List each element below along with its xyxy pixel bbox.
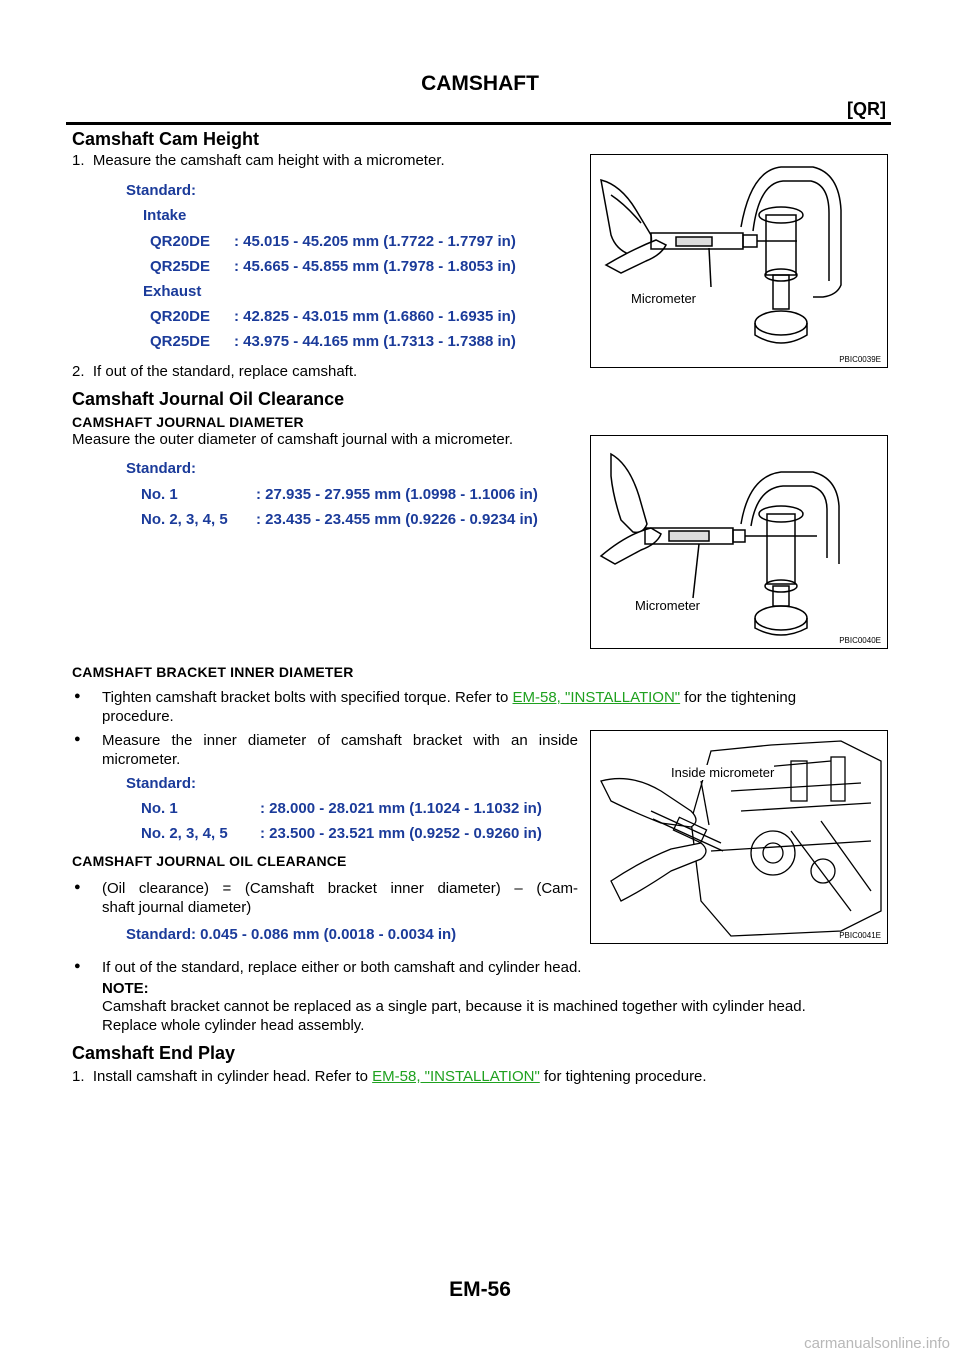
bullet-text: micrometer. [102, 751, 181, 768]
note-text: Replace whole cylinder head assembly. [102, 1017, 365, 1034]
section-heading-end-play: Camshaft End Play [72, 1043, 236, 1063]
exhaust-label: Exhaust [143, 283, 202, 300]
spec-value: : 45.665 - 45.855 mm (1.7978 - 1.8053 in… [234, 258, 516, 275]
spec-model: QR25DE [150, 333, 211, 350]
journal-no: No. 1 [141, 800, 178, 817]
subheading-bracket-diameter: CAMSHAFT BRACKET INNER DIAMETER [72, 664, 354, 680]
spec-value: : 27.935 - 27.955 mm (1.0998 - 1.1006 in… [256, 486, 538, 503]
journal-no: No. 2, 3, 4, 5 [141, 825, 228, 842]
page-number: EM-56 [449, 1278, 511, 1301]
journal-no: No. 1 [141, 486, 178, 503]
spec-value: : 43.975 - 44.165 mm (1.7313 - 1.7388 in… [234, 333, 516, 350]
bullet-text: shaft journal diameter) [102, 899, 252, 916]
micrometer-illustration [600, 166, 842, 344]
step-text: 1. Install camshaft in cylinder head. Re… [72, 1067, 707, 1086]
journal-no: No. 2, 3, 4, 5 [141, 511, 228, 528]
bullet-icon: ● [74, 881, 81, 893]
step-text-part: for tightening procedure. [539, 1068, 707, 1085]
bullet-text: Measure the inner diameter of camshaft b… [102, 732, 578, 749]
standard-label: Standard: [126, 182, 197, 199]
figure-id: PBIC0040E [839, 636, 881, 645]
note-label: NOTE: [102, 980, 149, 997]
figure-id: PBIC0039E [839, 355, 881, 364]
bullet-text: Tighten camshaft bracket bolts with spec… [102, 688, 796, 707]
intake-label: Intake [143, 207, 187, 224]
installation-link[interactable]: EM-58, "INSTALLATION" [372, 1068, 540, 1085]
engine-code: [QR] [847, 99, 886, 119]
bullet-text: procedure. [102, 708, 174, 725]
micrometer-journal-figure: Micrometer PBIC0040E [590, 435, 888, 649]
spec-value: : 28.000 - 28.021 mm (1.1024 - 1.1032 in… [260, 800, 542, 817]
clearance-standard: Standard: 0.045 - 0.086 mm (0.0018 - 0.0… [126, 926, 457, 943]
spec-model: QR25DE [150, 258, 211, 275]
watermark: carmanualsonline.info [804, 1335, 950, 1352]
bullet-text-part: for the tightening [680, 689, 797, 706]
micrometer-cam-height-figure: Micrometer PBIC0039E [590, 154, 888, 368]
step-text: 1. Measure the camshaft cam height with … [72, 152, 445, 169]
standard-label: Standard: [126, 460, 197, 477]
spec-model: QR20DE [150, 233, 211, 250]
page-title: CAMSHAFT [421, 72, 539, 95]
header-rule [66, 122, 891, 125]
inside-micrometer-illustration [600, 740, 882, 937]
note-text: Camshaft bracket cannot be replaced as a… [102, 998, 806, 1015]
micrometer-callout: Micrometer [631, 291, 697, 306]
spec-value: : 23.435 - 23.455 mm (0.9226 - 0.9234 in… [256, 511, 538, 528]
spec-value: : 45.015 - 45.205 mm (1.7722 - 1.7797 in… [234, 233, 516, 250]
step-text: 2. If out of the standard, replace camsh… [72, 363, 358, 380]
bullet-text-part: Tighten camshaft bracket bolts with spec… [102, 689, 513, 706]
section-heading-oil-clearance: Camshaft Journal Oil Clearance [72, 389, 345, 409]
step-text-part: 1. Install camshaft in cylinder head. Re… [72, 1068, 373, 1085]
inside-micrometer-figure: Inside micrometer PBIC0041E [590, 730, 888, 944]
inside-micrometer-callout: Inside micrometer [671, 765, 775, 780]
micrometer-illustration [599, 452, 840, 636]
bullet-text: If out of the standard, replace either o… [102, 959, 582, 976]
section-heading-cam-height: Camshaft Cam Height [72, 129, 260, 149]
standard-label: Standard: [126, 775, 197, 792]
bullet-text: (Oil clearance) = (Camshaft bracket inne… [102, 880, 578, 897]
spec-value: : 42.825 - 43.015 mm (1.6860 - 1.6935 in… [234, 308, 516, 325]
bullet-icon: ● [74, 690, 81, 702]
figure-id: PBIC0041E [839, 931, 881, 940]
subheading-oil-clearance: CAMSHAFT JOURNAL OIL CLEARANCE [72, 853, 347, 869]
bullet-icon: ● [74, 960, 81, 972]
bullet-icon: ● [74, 733, 81, 745]
installation-link[interactable]: EM-58, "INSTALLATION" [512, 689, 681, 706]
subheading-journal-diameter: CAMSHAFT JOURNAL DIAMETER [72, 414, 304, 430]
micrometer-callout: Micrometer [635, 598, 701, 613]
spec-model: QR20DE [150, 308, 211, 325]
spec-value: : 23.500 - 23.521 mm (0.9252 - 0.9260 in… [260, 825, 542, 842]
body-text: Measure the outer diameter of camshaft j… [72, 431, 514, 448]
